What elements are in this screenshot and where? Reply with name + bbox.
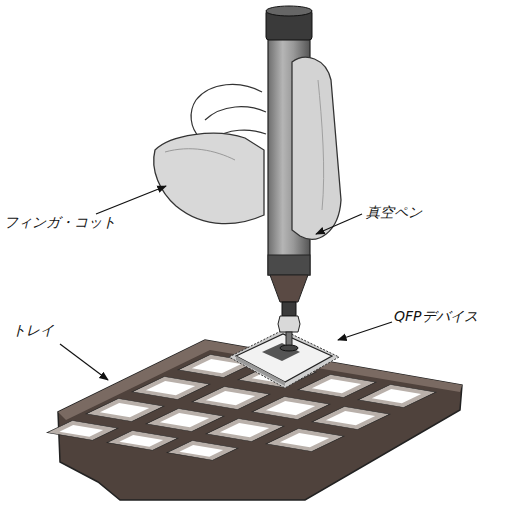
callout-label: 真空ペン <box>366 204 422 221</box>
callout-label: トレイ <box>12 322 54 339</box>
qfp-chip <box>229 330 339 388</box>
hand-outline <box>191 84 266 140</box>
callout-label: QFPデバイス <box>394 308 478 325</box>
callout-label: フィンガ・コット <box>4 214 116 231</box>
finger-cot <box>154 57 341 239</box>
